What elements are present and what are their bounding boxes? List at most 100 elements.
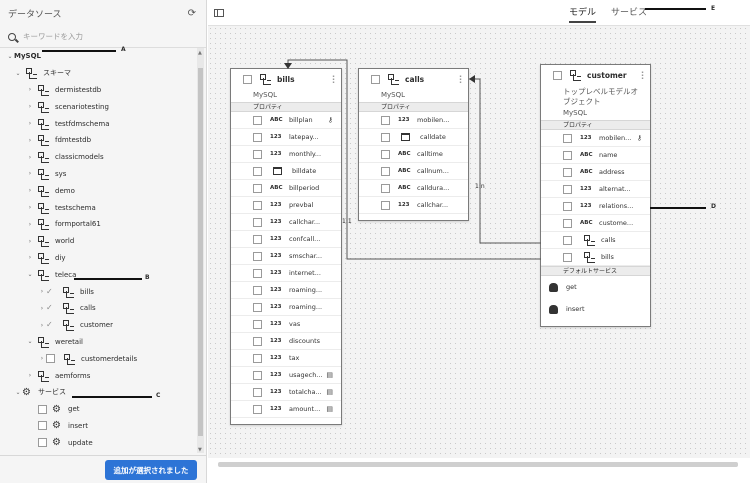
chevron-icon[interactable]: ›: [28, 220, 32, 228]
property-checkbox[interactable]: [563, 133, 572, 143]
card-header[interactable]: bills···: [231, 69, 341, 89]
service-row[interactable]: insert: [541, 298, 650, 320]
property-checkbox[interactable]: [563, 201, 572, 211]
tree-item-services[interactable]: ⌄⚙サービス: [0, 384, 197, 401]
scrollbar-track[interactable]: [218, 462, 738, 467]
property-checkbox[interactable]: [253, 166, 262, 176]
tree-item-aemforms[interactable]: ›aemforms: [0, 367, 197, 384]
chevron-icon[interactable]: ⌄: [27, 271, 33, 279]
property-checkbox[interactable]: [253, 234, 262, 244]
tree-item-table[interactable]: ›customerdetails: [0, 350, 197, 367]
property-checkbox[interactable]: [563, 167, 572, 177]
tree-item-service[interactable]: ⚙insert: [0, 418, 197, 435]
property-checkbox[interactable]: [381, 115, 390, 125]
chevron-icon[interactable]: ›: [28, 170, 32, 178]
card-checkbox[interactable]: [371, 74, 380, 84]
card-checkbox[interactable]: [553, 70, 562, 80]
property-row[interactable]: bills: [541, 249, 650, 266]
property-checkbox[interactable]: [253, 217, 262, 227]
checkbox[interactable]: [38, 421, 47, 431]
property-checkbox[interactable]: [253, 387, 262, 397]
chevron-icon[interactable]: ⌄: [15, 69, 21, 77]
tree-item-db[interactable]: ›testschema: [0, 199, 197, 216]
tree-item-db[interactable]: ›diy: [0, 250, 197, 267]
card-checkbox[interactable]: [243, 74, 252, 84]
chevron-icon[interactable]: ›: [40, 321, 44, 329]
checkbox[interactable]: [38, 404, 47, 414]
service-row[interactable]: get: [541, 276, 650, 298]
property-checkbox[interactable]: [253, 268, 262, 278]
tree-item-teleca[interactable]: ⌄teleca: [0, 266, 197, 283]
property-checkbox[interactable]: [381, 166, 390, 176]
tree-item-db[interactable]: ›testfdmschema: [0, 115, 197, 132]
chevron-icon[interactable]: ›: [28, 153, 32, 161]
property-row[interactable]: calldate: [359, 129, 468, 146]
chevron-icon[interactable]: ›: [28, 204, 32, 212]
refresh-icon[interactable]: ⟳: [187, 7, 196, 19]
property-checkbox[interactable]: [253, 200, 262, 210]
chevron-icon[interactable]: ⌄: [27, 338, 33, 346]
vertical-scrollbar[interactable]: ▲ ▼: [197, 48, 204, 453]
property-checkbox[interactable]: [381, 183, 390, 193]
chevron-icon[interactable]: ›: [28, 187, 32, 195]
property-checkbox[interactable]: [563, 150, 572, 160]
property-checkbox[interactable]: [563, 184, 572, 194]
property-checkbox[interactable]: [381, 132, 390, 142]
search-bar[interactable]: キーワードを入力: [0, 26, 206, 48]
tab-service[interactable]: サービス: [611, 8, 648, 18]
property-row[interactable]: calls: [541, 232, 650, 249]
tree-item-weretail[interactable]: ⌄weretail: [0, 334, 197, 351]
property-checkbox[interactable]: [253, 183, 262, 193]
tree-item-db[interactable]: ›dermistestdb: [0, 82, 197, 99]
property-checkbox[interactable]: [563, 218, 572, 228]
toggle-panel-icon[interactable]: [214, 9, 224, 17]
scroll-up-icon[interactable]: ▲: [198, 50, 202, 56]
tree-item-mysql[interactable]: ⌄MySQL: [0, 48, 197, 65]
chevron-icon[interactable]: ›: [40, 288, 44, 296]
search-input[interactable]: キーワードを入力: [23, 32, 83, 41]
horizontal-scrollbar[interactable]: [208, 458, 750, 483]
chevron-icon[interactable]: ›: [28, 86, 32, 94]
card-header[interactable]: calls···: [359, 69, 468, 89]
tab-model[interactable]: モデル: [569, 5, 597, 23]
tree-item-table[interactable]: ›✓customer: [0, 317, 197, 334]
chevron-icon[interactable]: ⌄: [15, 388, 21, 396]
property-checkbox[interactable]: [381, 200, 390, 210]
tree-item-db[interactable]: ›formportal61: [0, 216, 197, 233]
tree-item-db[interactable]: ›scenariotesting: [0, 98, 197, 115]
scroll-down-icon[interactable]: ▼: [198, 447, 202, 453]
tree-item-table[interactable]: ›✓bills: [0, 283, 197, 300]
scrollbar-thumb[interactable]: [198, 68, 203, 436]
property-checkbox[interactable]: [253, 336, 262, 346]
property-checkbox[interactable]: [563, 252, 572, 262]
card-header[interactable]: customer···: [541, 65, 650, 85]
tree-item-schema[interactable]: ⌄スキーマ: [0, 65, 197, 82]
tree-item-db[interactable]: ›world: [0, 233, 197, 250]
property-checkbox[interactable]: [253, 149, 262, 159]
chevron-icon[interactable]: ›: [28, 254, 32, 262]
checkbox[interactable]: [46, 354, 55, 364]
add-selected-button[interactable]: 追加が選択されました: [105, 460, 197, 480]
